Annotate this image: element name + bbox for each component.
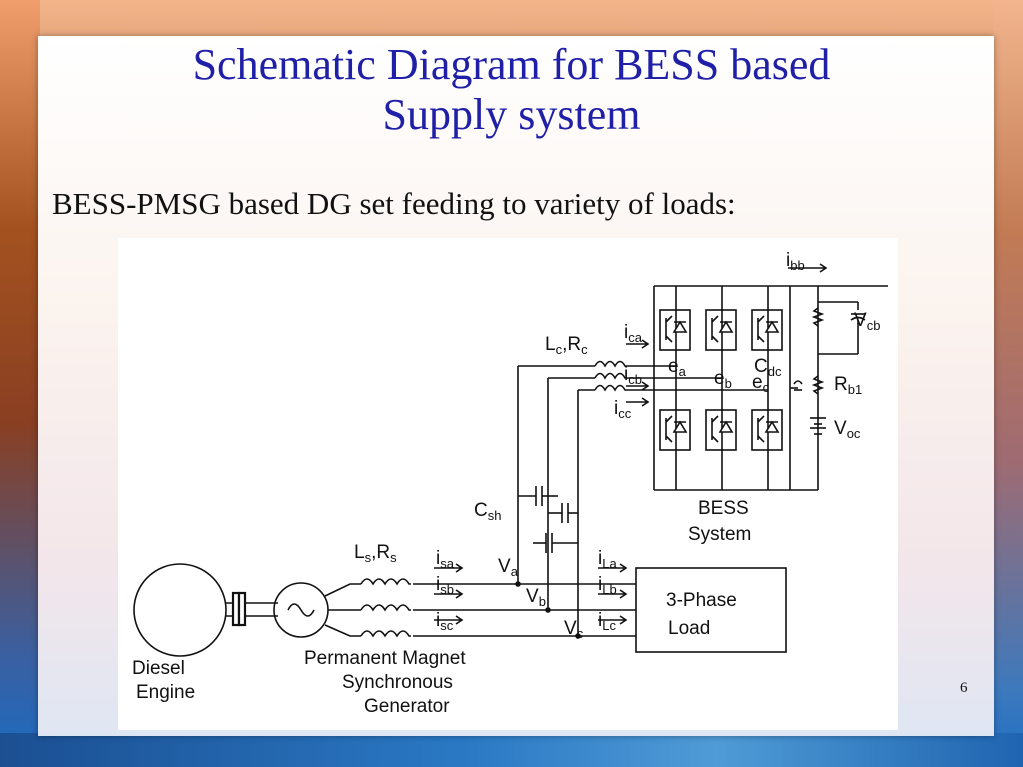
inductor-ls-a [360, 578, 411, 586]
ls-rs-label: Ls,Rs [354, 542, 397, 565]
isc-label: isc [436, 610, 454, 633]
voc-label: Voc [834, 418, 861, 441]
icb-label: icb [624, 364, 642, 387]
rb1-label: Rb1 [834, 374, 862, 397]
eb-label: eb [714, 368, 732, 391]
load-label: 3-Phase [666, 590, 737, 611]
page-number: 6 [960, 680, 968, 696]
resistor-rb [811, 307, 825, 327]
pmsg-label-3: Generator [364, 696, 450, 717]
title-line-1: Schematic Diagram for BESS based [192, 40, 831, 89]
diesel-engine-circle [133, 563, 227, 657]
ica-label: ica [624, 322, 643, 345]
bess-label-2: System [688, 524, 751, 545]
ea-label: ea [668, 356, 687, 379]
resistor-rb1 [811, 375, 825, 395]
vb-label: Vb [526, 586, 546, 609]
schematic-figure: Diesel Engine Permanent Magnet Synchrono… [118, 238, 898, 730]
inductor-ls-c [360, 630, 411, 638]
pmsg-label: Permanent Magnet [304, 648, 466, 669]
ilc-label: iLc [598, 610, 616, 633]
ec-label: ec [752, 372, 770, 395]
three-phase-load-box [635, 567, 787, 653]
diesel-engine-label: Diesel [132, 658, 185, 679]
va-label: Va [498, 556, 519, 579]
background-right-edge [993, 0, 1023, 767]
diesel-engine-label-2: Engine [136, 682, 195, 703]
pmsg-label-2: Synchronous [342, 672, 453, 693]
isa-label: isa [436, 548, 455, 571]
vsc-legs [659, 286, 783, 490]
vc-label: Vc [564, 618, 584, 641]
background-bottom-edge [0, 733, 1023, 767]
ila-label: iLa [598, 548, 617, 571]
inductor-lc-c [594, 384, 627, 392]
isb-label: isb [436, 574, 454, 597]
csh-label: Csh [474, 500, 501, 523]
inductor-ls-b [360, 604, 411, 612]
title-line-2: Supply system [382, 90, 641, 139]
icc-label: icc [614, 398, 632, 421]
dc-link-capacitor [793, 380, 803, 385]
vcb-label: Vcb [854, 310, 880, 333]
inductor-lc-a [594, 360, 627, 368]
lc-rc-label: Lc,Rc [545, 334, 588, 357]
ilb-label: iLb [598, 574, 617, 597]
bess-label: BESS [698, 498, 749, 519]
inductor-lc-b [594, 372, 627, 380]
cdc-label: Cdc [754, 356, 782, 379]
load-label-2: Load [668, 618, 710, 639]
ibb-label: ibb [786, 250, 805, 273]
slide-subtitle: BESS-PMSG based DG set feeding to variet… [52, 186, 736, 221]
schematic-svg: Diesel Engine Permanent Magnet Synchrono… [132, 250, 888, 717]
slide-title: Schematic Diagram for BESS based Supply … [0, 40, 1023, 140]
background-left-edge [0, 0, 40, 767]
